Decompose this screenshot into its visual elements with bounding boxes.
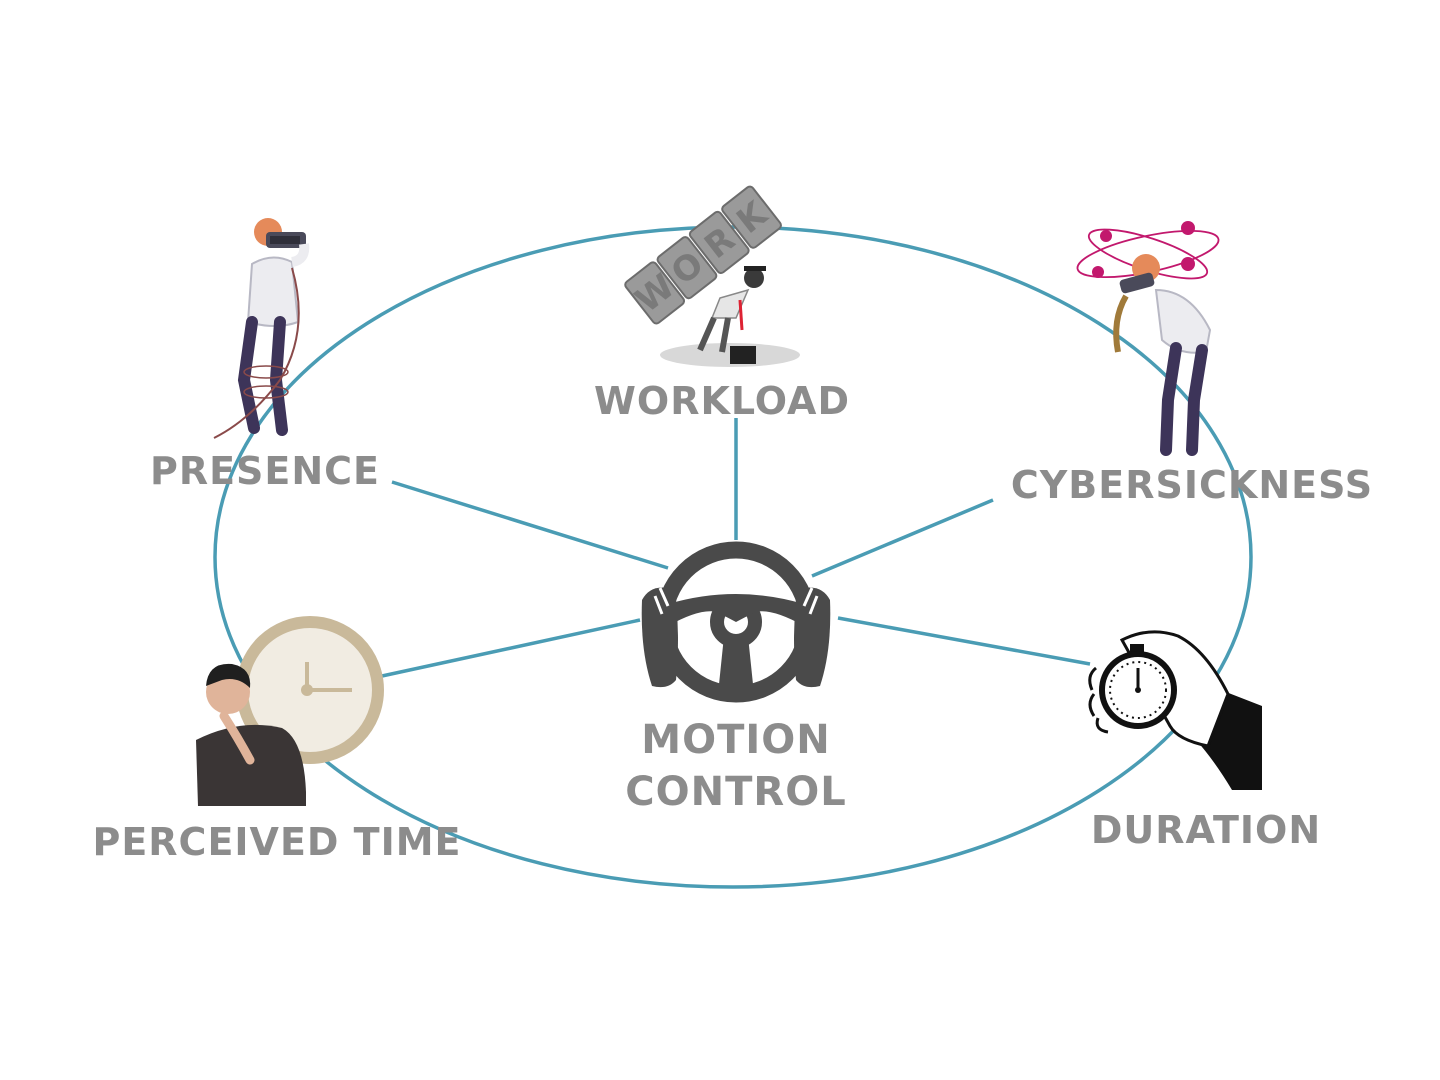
connector-duration [837, 616, 1091, 666]
stopwatch-hand-icon [1088, 630, 1262, 790]
work-burden-icon: W O R K [624, 185, 800, 367]
connector-perceived-time [381, 618, 641, 678]
center-label-line1: MOTION [641, 717, 830, 763]
presence-label: PRESENCE [150, 449, 380, 493]
connector-presence [391, 480, 669, 570]
connector-cybersickness [811, 498, 994, 578]
steering-wheel-icon [641, 541, 831, 703]
vr-user-sick-icon [1076, 221, 1220, 456]
center-label-line2: CONTROL [625, 769, 846, 815]
vr-user-presence-icon [213, 218, 310, 439]
outer-ring [213, 225, 1253, 889]
cybersickness-label: CYBERSICKNESS [1011, 463, 1373, 507]
perceived-time-label: PERCEIVED TIME [92, 820, 461, 864]
thinking-man-clock-icon [196, 616, 384, 806]
workload-label: WORKLOAD [594, 379, 850, 423]
duration-label: DURATION [1091, 808, 1321, 852]
connectors [381, 418, 1091, 678]
